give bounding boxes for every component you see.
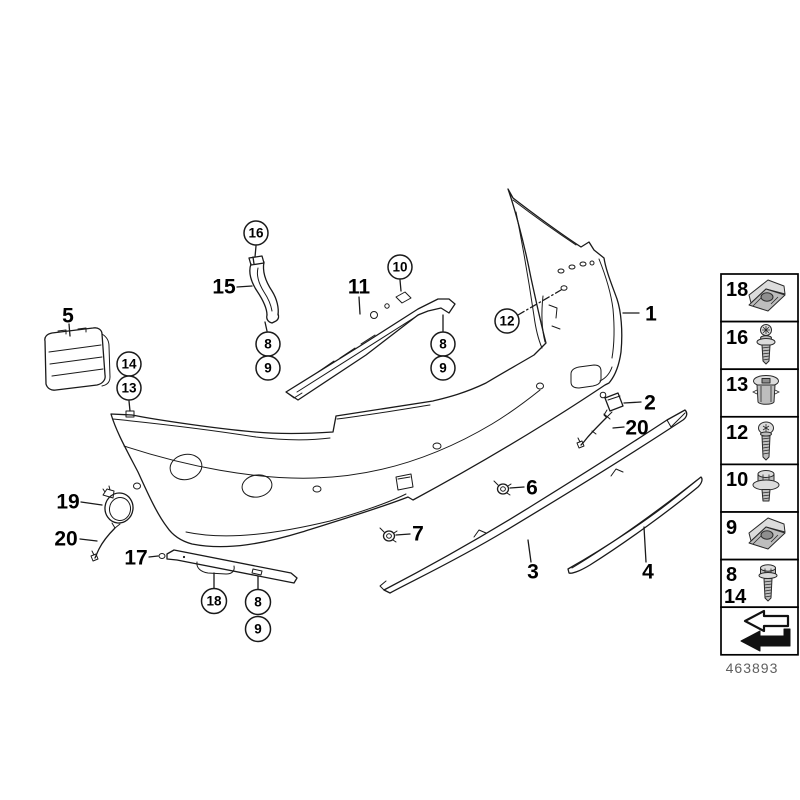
part-6-clip-drawing xyxy=(493,480,512,496)
part-20-right-cable-drawing xyxy=(576,411,613,449)
part-19-cover-drawing xyxy=(102,485,134,524)
direction-arrow-icon xyxy=(740,609,791,652)
callout-circled-12[interactable]: 12 xyxy=(494,308,520,334)
svg-text:8: 8 xyxy=(726,564,737,586)
bolt-washer-icon xyxy=(752,470,780,502)
hex-bolt-icon xyxy=(758,564,778,602)
legend-cell-13[interactable]: 13 xyxy=(720,368,799,418)
svg-text:8: 8 xyxy=(439,337,447,352)
svg-text:8: 8 xyxy=(254,595,262,610)
callout-circled-13[interactable]: 13 xyxy=(116,375,142,401)
part-7-clip-drawing xyxy=(379,527,398,543)
callout-15[interactable]: 15 xyxy=(212,276,236,299)
svg-text:9: 9 xyxy=(439,361,447,376)
plain-callouts: 5 15 11 1 2 20 19 20 17 7 6 3 4 xyxy=(54,276,657,584)
svg-text:9: 9 xyxy=(254,622,262,637)
bumper-cover-drawing xyxy=(110,188,623,548)
part-11-panel-drawing xyxy=(285,291,456,401)
callout-3[interactable]: 3 xyxy=(527,561,539,584)
callout-4[interactable]: 4 xyxy=(642,561,654,584)
part-15-bracket-drawing xyxy=(248,255,280,324)
callout-20-right[interactable]: 20 xyxy=(625,417,648,440)
svg-text:18: 18 xyxy=(726,279,748,301)
callout-1[interactable]: 1 xyxy=(645,303,657,326)
callout-circled-8-right[interactable]: 8 xyxy=(430,331,456,357)
svg-text:13: 13 xyxy=(121,381,137,396)
part-4-trim-strip-drawing xyxy=(567,476,703,574)
expansion-rivet-icon xyxy=(752,375,780,405)
callout-circled-9-right[interactable]: 9 xyxy=(430,355,456,381)
legend-cell-direction[interactable] xyxy=(720,606,799,656)
callout-circled-10[interactable]: 10 xyxy=(387,254,413,280)
callout-20-left[interactable]: 20 xyxy=(54,528,77,551)
fastener-legend: 18 16 13 xyxy=(720,273,799,676)
callout-11[interactable]: 11 xyxy=(348,276,371,299)
callout-6[interactable]: 6 xyxy=(526,477,538,500)
svg-text:9: 9 xyxy=(726,517,737,539)
callout-circled-8-bottom[interactable]: 8 xyxy=(244,588,272,616)
svg-text:16: 16 xyxy=(726,327,748,349)
legend-cell-8-14[interactable]: 8 14 xyxy=(720,558,799,609)
svg-text:10: 10 xyxy=(392,260,407,275)
legend-cell-16[interactable]: 16 xyxy=(720,320,799,371)
part-5-grille-drawing xyxy=(44,327,111,391)
callout-19[interactable]: 19 xyxy=(56,491,79,514)
svg-text:14: 14 xyxy=(724,586,747,608)
callout-circled-14[interactable]: 14 xyxy=(116,351,142,377)
callout-circled-18[interactable]: 18 xyxy=(200,587,228,615)
part-17-strip-drawing xyxy=(158,549,298,584)
callout-circled-16[interactable]: 16 xyxy=(243,220,269,246)
callout-circled-9-bottom[interactable]: 9 xyxy=(244,615,272,643)
circled-callouts: 16 10 12 14 13 8 9 8 9 18 8 9 xyxy=(116,220,520,643)
svg-text:8: 8 xyxy=(264,337,272,352)
svg-text:12: 12 xyxy=(726,422,748,444)
svg-text:12: 12 xyxy=(499,314,514,329)
callout-17[interactable]: 17 xyxy=(124,547,147,570)
svg-text:9: 9 xyxy=(264,361,272,376)
legend-cell-12[interactable]: 12 xyxy=(720,415,799,466)
callout-circled-8-left[interactable]: 8 xyxy=(255,331,281,357)
svg-text:16: 16 xyxy=(248,226,264,241)
callout-2[interactable]: 2 xyxy=(644,392,656,415)
screw-washer-icon xyxy=(756,324,776,365)
legend-cell-18[interactable]: 18 xyxy=(720,273,799,323)
clip-nut-icon xyxy=(748,279,786,312)
svg-text:14: 14 xyxy=(121,357,137,372)
legend-cell-9[interactable]: 9 xyxy=(720,511,799,561)
part-3-trim-strip-drawing xyxy=(379,409,688,594)
callout-7[interactable]: 7 xyxy=(412,523,424,546)
leader-lines xyxy=(68,245,647,590)
callout-circled-9-left[interactable]: 9 xyxy=(255,355,281,381)
legend-cell-10[interactable]: 10 xyxy=(720,463,799,513)
diagram-number: 463893 xyxy=(726,660,779,676)
part-2-towhook-cap-drawing xyxy=(599,391,624,418)
part-20-left-cable-drawing xyxy=(90,522,121,562)
svg-text:13: 13 xyxy=(726,374,748,396)
svg-text:18: 18 xyxy=(206,594,222,609)
svg-text:10: 10 xyxy=(726,469,748,491)
callout-5[interactable]: 5 xyxy=(62,305,74,328)
pan-head-screw-icon xyxy=(758,421,774,461)
